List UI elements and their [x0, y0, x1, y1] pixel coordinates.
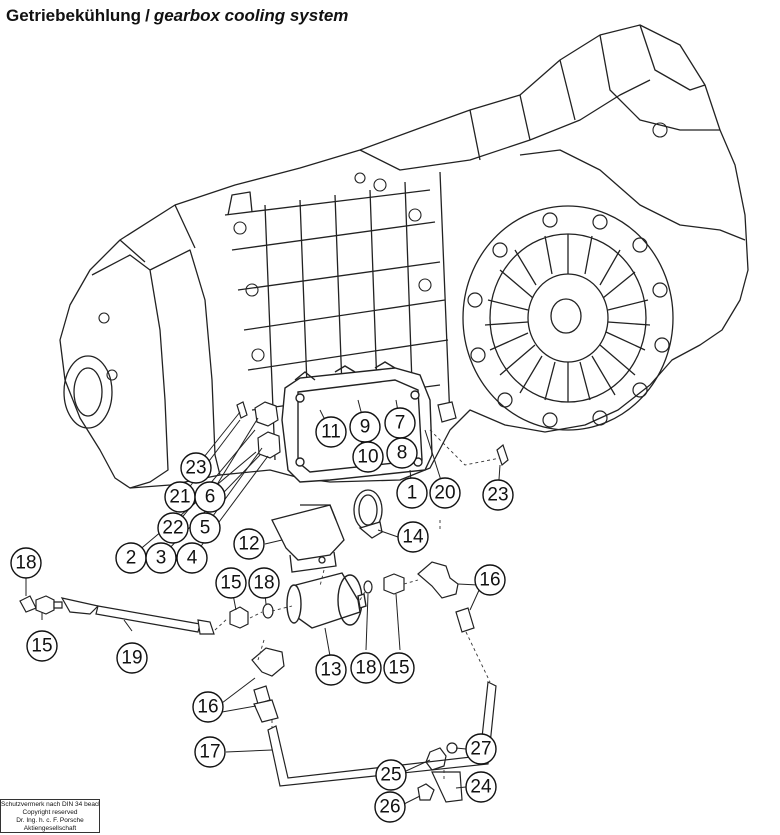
- callout-22: 22: [157, 512, 189, 544]
- svg-text:19: 19: [121, 648, 142, 669]
- svg-text:21: 21: [169, 487, 190, 508]
- svg-text:9: 9: [360, 417, 371, 438]
- callout-16-top: 16: [474, 564, 506, 596]
- svg-text:7: 7: [395, 413, 406, 434]
- callout-5: 5: [189, 512, 221, 544]
- svg-text:14: 14: [402, 527, 424, 548]
- svg-text:15: 15: [220, 573, 241, 594]
- svg-text:12: 12: [238, 534, 259, 555]
- oil-filter: [286, 572, 367, 629]
- title-german: Getriebekühlung: [6, 6, 142, 25]
- callout-21: 21: [164, 481, 196, 513]
- gearbox-housing: [59, 24, 749, 489]
- callout-15-mid: 15: [215, 567, 247, 599]
- svg-text:23: 23: [487, 485, 508, 506]
- svg-text:16: 16: [479, 570, 500, 591]
- svg-text:5: 5: [200, 518, 211, 539]
- fittings-and-hoses: [19, 561, 497, 803]
- callout-18-left: 18: [10, 547, 42, 579]
- svg-text:3: 3: [156, 548, 167, 569]
- callout-11: 11: [315, 416, 347, 448]
- callout-9: 9: [349, 411, 381, 443]
- svg-text:18: 18: [355, 658, 376, 679]
- callout-6: 6: [194, 481, 226, 513]
- callout-3: 3: [145, 542, 177, 574]
- svg-text:27: 27: [470, 739, 491, 760]
- svg-text:24: 24: [470, 777, 492, 798]
- copyright-notice: Schutzvermerk nach DIN 34 beachten Copyr…: [0, 799, 100, 833]
- diagram-title: Getriebekühlung/gearbox cooling system: [6, 6, 348, 26]
- svg-text:15: 15: [31, 636, 52, 657]
- copyright-line-4: Aktiengesellschaft: [23, 825, 77, 832]
- title-separator: /: [145, 6, 150, 25]
- callout-2: 2: [115, 542, 147, 574]
- callout-23-left: 23: [180, 452, 212, 484]
- svg-text:25: 25: [380, 765, 401, 786]
- callout-26: 26: [374, 791, 406, 823]
- callout-17: 17: [194, 736, 226, 768]
- svg-text:8: 8: [397, 443, 408, 464]
- callout-14: 14: [397, 521, 429, 553]
- title-english: gearbox cooling system: [153, 6, 349, 25]
- svg-text:2: 2: [126, 548, 137, 569]
- heat-shield-bracket: [271, 504, 345, 573]
- svg-text:4: 4: [187, 548, 198, 569]
- svg-text:13: 13: [320, 660, 341, 681]
- svg-text:17: 17: [199, 742, 220, 763]
- svg-text:11: 11: [321, 422, 341, 443]
- cooler-fittings: [236, 401, 509, 467]
- svg-text:18: 18: [253, 573, 274, 594]
- copyright-line-1: Schutzvermerk nach DIN 34 beachten: [1, 801, 100, 808]
- svg-text:23: 23: [185, 458, 206, 479]
- svg-text:16: 16: [197, 697, 218, 718]
- callout-24: 24: [465, 771, 497, 803]
- svg-text:10: 10: [357, 447, 378, 468]
- callout-25: 25: [375, 759, 407, 791]
- copyright-line-3: Dr. Ing. h. c. F. Porsche: [16, 817, 84, 824]
- callout-18-bottom: 18: [350, 652, 382, 684]
- callout-23-right: 23: [482, 479, 514, 511]
- svg-text:26: 26: [379, 797, 400, 818]
- callout-13: 13: [315, 654, 347, 686]
- svg-text:1: 1: [407, 483, 418, 504]
- callout-7: 7: [384, 407, 416, 439]
- callout-27: 27: [465, 733, 497, 765]
- callout-16-lower: 16: [192, 691, 224, 723]
- copyright-line-2: Copyright reserved: [22, 809, 78, 816]
- callout-20: 20: [429, 477, 461, 509]
- assembly-guide-lines: [214, 429, 501, 780]
- callout-10: 10: [352, 441, 384, 473]
- callout-4: 4: [176, 542, 208, 574]
- svg-text:18: 18: [15, 553, 36, 574]
- callout-8: 8: [386, 437, 418, 469]
- callout-15-left: 15: [26, 630, 58, 662]
- callout-15-bottom: 15: [383, 652, 415, 684]
- svg-text:6: 6: [205, 487, 216, 508]
- callout-19: 19: [116, 642, 148, 674]
- callout-1: 1: [396, 477, 428, 509]
- callout-12: 12: [233, 528, 265, 560]
- callout-18-mid: 18: [248, 567, 280, 599]
- svg-text:22: 22: [162, 518, 183, 539]
- svg-text:20: 20: [434, 483, 455, 504]
- hose-clamp-14: [353, 489, 383, 539]
- svg-text:15: 15: [388, 658, 409, 679]
